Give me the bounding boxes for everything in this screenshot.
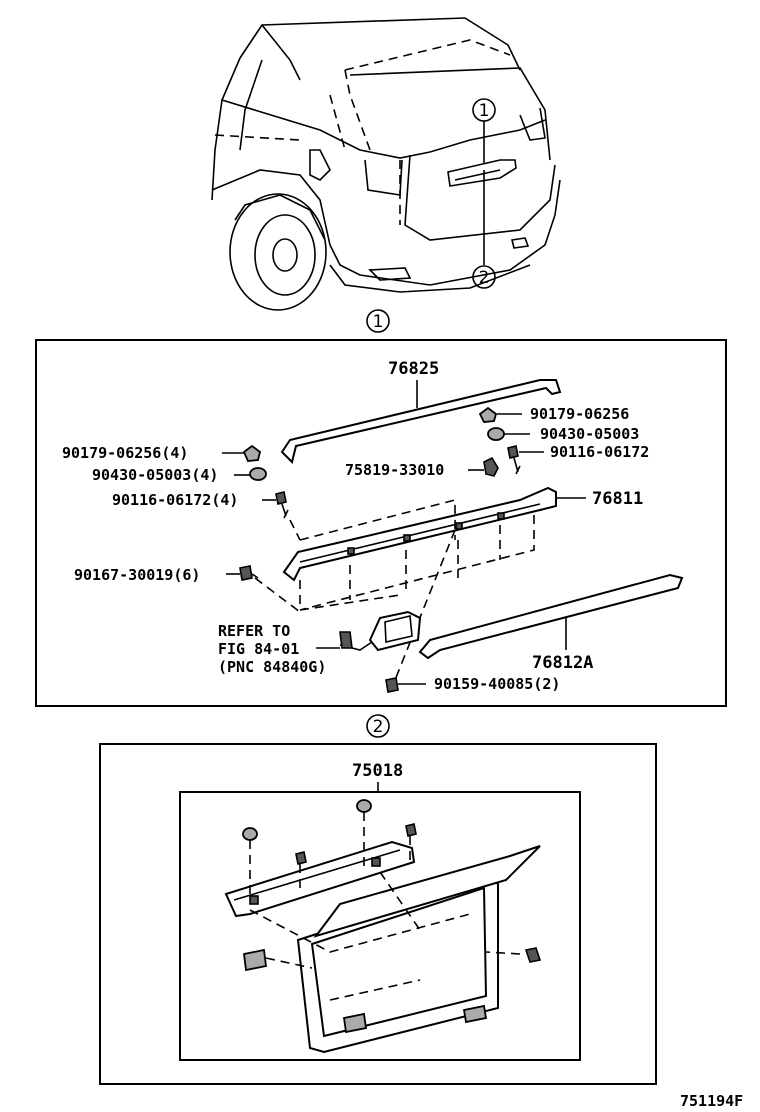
license-frame-assembly <box>224 799 542 1054</box>
clip-75819 <box>468 456 499 477</box>
label-90159: 90159-40085(2) <box>434 675 560 693</box>
screw-90159 <box>385 677 426 693</box>
bolt-90116-right <box>507 445 544 475</box>
callout-1-label: 1 <box>479 101 490 121</box>
label-90179-left: 90179-06256(4) <box>62 444 188 462</box>
label-90167: 90167-30019(6) <box>74 566 200 584</box>
washer-90430-left <box>234 467 267 481</box>
bolt-90116-left <box>262 491 289 519</box>
section-2-callout: 2 <box>373 717 384 737</box>
section-2-frame <box>99 743 657 1085</box>
fastener-90179-left <box>222 444 262 462</box>
section-2-inner-frame <box>179 791 581 1061</box>
label-76812A: 76812A <box>532 653 593 673</box>
vehicle-illustration <box>211 17 561 311</box>
label-90430-right: 90430-05003 <box>540 425 639 443</box>
label-75819: 75819-33010 <box>345 461 444 479</box>
refer-line-2: FIG 84-01 <box>218 640 299 658</box>
label-76811: 76811 <box>592 489 643 509</box>
label-90430-left: 90430-05003(4) <box>92 466 218 484</box>
label-90116-right: 90116-06172 <box>550 443 649 461</box>
section-1-header: 1 <box>366 309 390 333</box>
callout-2-car: 2 <box>472 265 496 289</box>
refer-line-1: REFER TO <box>218 622 290 640</box>
label-76825: 76825 <box>388 359 439 379</box>
label-75018: 75018 <box>352 761 403 781</box>
label-90116-left: 90116-06172(4) <box>112 491 238 509</box>
section-1-callout: 1 <box>373 312 384 332</box>
section-1-frame <box>35 339 727 707</box>
part-76811-shape <box>282 486 586 582</box>
callout-1-car: 1 <box>472 98 496 122</box>
section-2-header: 2 <box>366 714 390 738</box>
part-76825-shape <box>280 379 562 464</box>
assembly-lines-2 <box>249 812 521 1001</box>
washer-90430-right <box>487 427 530 441</box>
fastener-90179-right <box>478 406 522 423</box>
part-76812A-shape <box>418 573 684 660</box>
callout-2-label: 2 <box>479 268 490 288</box>
refer-line-3: (PNC 84840G) <box>218 658 326 676</box>
figure-code: 751194F <box>680 1092 743 1110</box>
label-90179-right: 90179-06256 <box>530 405 629 423</box>
license-lamp-reference <box>316 610 422 652</box>
screw-90167 <box>226 565 259 581</box>
assembly-lines-1 <box>254 498 535 681</box>
